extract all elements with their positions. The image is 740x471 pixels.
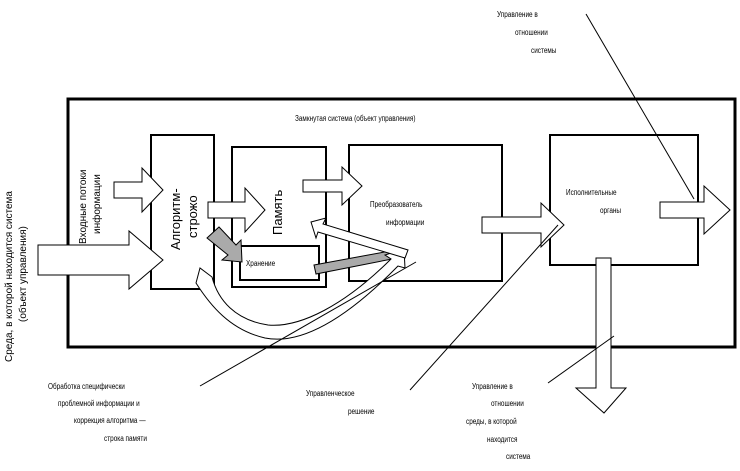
env-control-label-line4: находится [487, 435, 518, 444]
closed-system-box [66, 97, 737, 349]
executive-block [549, 134, 699, 266]
memory-converter-arrow [302, 165, 363, 207]
executive-label-line1: Исполнительные [566, 188, 617, 197]
top-right-label-line2: отношении [515, 28, 548, 37]
storage-block [239, 245, 320, 281]
storage-label: Хранение [246, 259, 276, 268]
env-control-leader [547, 335, 615, 384]
input-flow-arrow [113, 166, 164, 214]
env-control-label-line5: система [506, 452, 531, 461]
processing-label-line4: строка памяти [104, 434, 147, 443]
memory-label: Память [270, 189, 285, 235]
decision-label-line2: решение [348, 407, 375, 416]
system-control-arrow [659, 184, 731, 236]
input-flows-label-line1: Входные потоки [78, 169, 89, 244]
environment-control-arrow [574, 257, 628, 414]
env-control-label-line1: Управление в [472, 382, 513, 391]
processing-label-line1: Обработка специфически [48, 382, 125, 391]
algorithm-memory-arrow [207, 186, 266, 234]
converter-label-line2: информации [386, 218, 425, 227]
processing-leader [199, 261, 417, 387]
decision-leader [409, 224, 559, 391]
algorithm-label-line2: строжо [185, 195, 200, 238]
env-control-label-line2: отношении [491, 399, 524, 408]
input-flows-label-line2: информации [92, 174, 103, 234]
top-right-label-line3: системы [531, 46, 557, 55]
converter-block [348, 144, 503, 282]
converter-executive-arrow [481, 201, 565, 249]
top-right-leader [585, 13, 695, 200]
converter-label-line1: Преобразователь [370, 200, 423, 209]
environment-arrow [37, 229, 164, 291]
processing-label-line2: проблемной информации и [58, 399, 140, 408]
executive-label-line2: органы [600, 206, 622, 215]
processing-label-line3: коррекция алгоритма — [74, 416, 146, 425]
environment-label-line1: Среда, в которой находится система [4, 191, 15, 362]
algorithm-label-line1: Алгоритм- [168, 188, 183, 250]
decision-label-line1: Управленческое [306, 389, 355, 398]
converter-return-arrow [310, 217, 409, 259]
top-right-label-line1: Управление в [497, 10, 538, 19]
closed-system-label: Замкнутая система (объект управления) [295, 114, 416, 123]
environment-label-line2: (объект управления) [18, 226, 29, 322]
env-control-label-line3: среды, в которой [466, 417, 517, 426]
algorithm-storage-gray-arrow [206, 226, 243, 263]
